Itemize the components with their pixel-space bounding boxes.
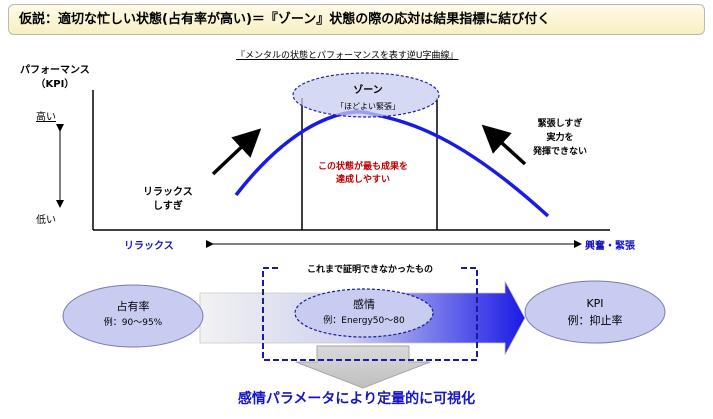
y-axis-high: 高い (36, 112, 56, 123)
occupancy-label: 占有率 例：90～95% (103, 300, 163, 328)
y-axis-label: パフォーマンス （KPI） (20, 65, 90, 90)
hypothesis-banner: 仮説：適切な忙しい状態(占有率が高い)＝『ゾーン』状態の際の応対は結果指標に結び… (8, 4, 705, 35)
relaxed-note: リラックス しすぎ (143, 187, 193, 212)
diagram-subtitle: 『メンタルの状態とパフォーマンスを表す逆U字曲線』 (236, 51, 459, 61)
x-axis-right-label: 興奮・緊張 (585, 241, 635, 252)
zone-ellipse (292, 72, 440, 118)
conclusion-text: 感情パラメータにより定量的に可視化 (237, 391, 476, 407)
down-arrow (295, 345, 431, 389)
hypothesis-text: 仮説：適切な忙しい状態(占有率が高い)＝『ゾーン』状態の際の応対は結果指標に結び… (19, 12, 551, 27)
y-axis-low: 低い (36, 215, 56, 226)
kpi-ellipse (524, 280, 666, 344)
emotion-label: 感情 例：Energy50～80 (323, 298, 405, 326)
hidden-factor-label: これまで証明できなかったもの (280, 262, 460, 275)
rising-arrow (211, 128, 262, 176)
falling-arrow (481, 124, 527, 166)
tense-note: 緊張しすぎ 実力を 発揮できない (533, 119, 588, 157)
zone-subtitle: 「ほどよい緊張」 (336, 102, 400, 111)
optimal-note: この状態が最も成果を 達成しやすい (317, 162, 408, 185)
emotion-ellipse (294, 288, 434, 338)
kpi-label: KPI 例：抑止率 (567, 297, 623, 327)
x-axis-left-label: リラックス (124, 241, 174, 252)
occupancy-ellipse (62, 284, 204, 348)
zone-title: ゾーン (353, 85, 383, 96)
